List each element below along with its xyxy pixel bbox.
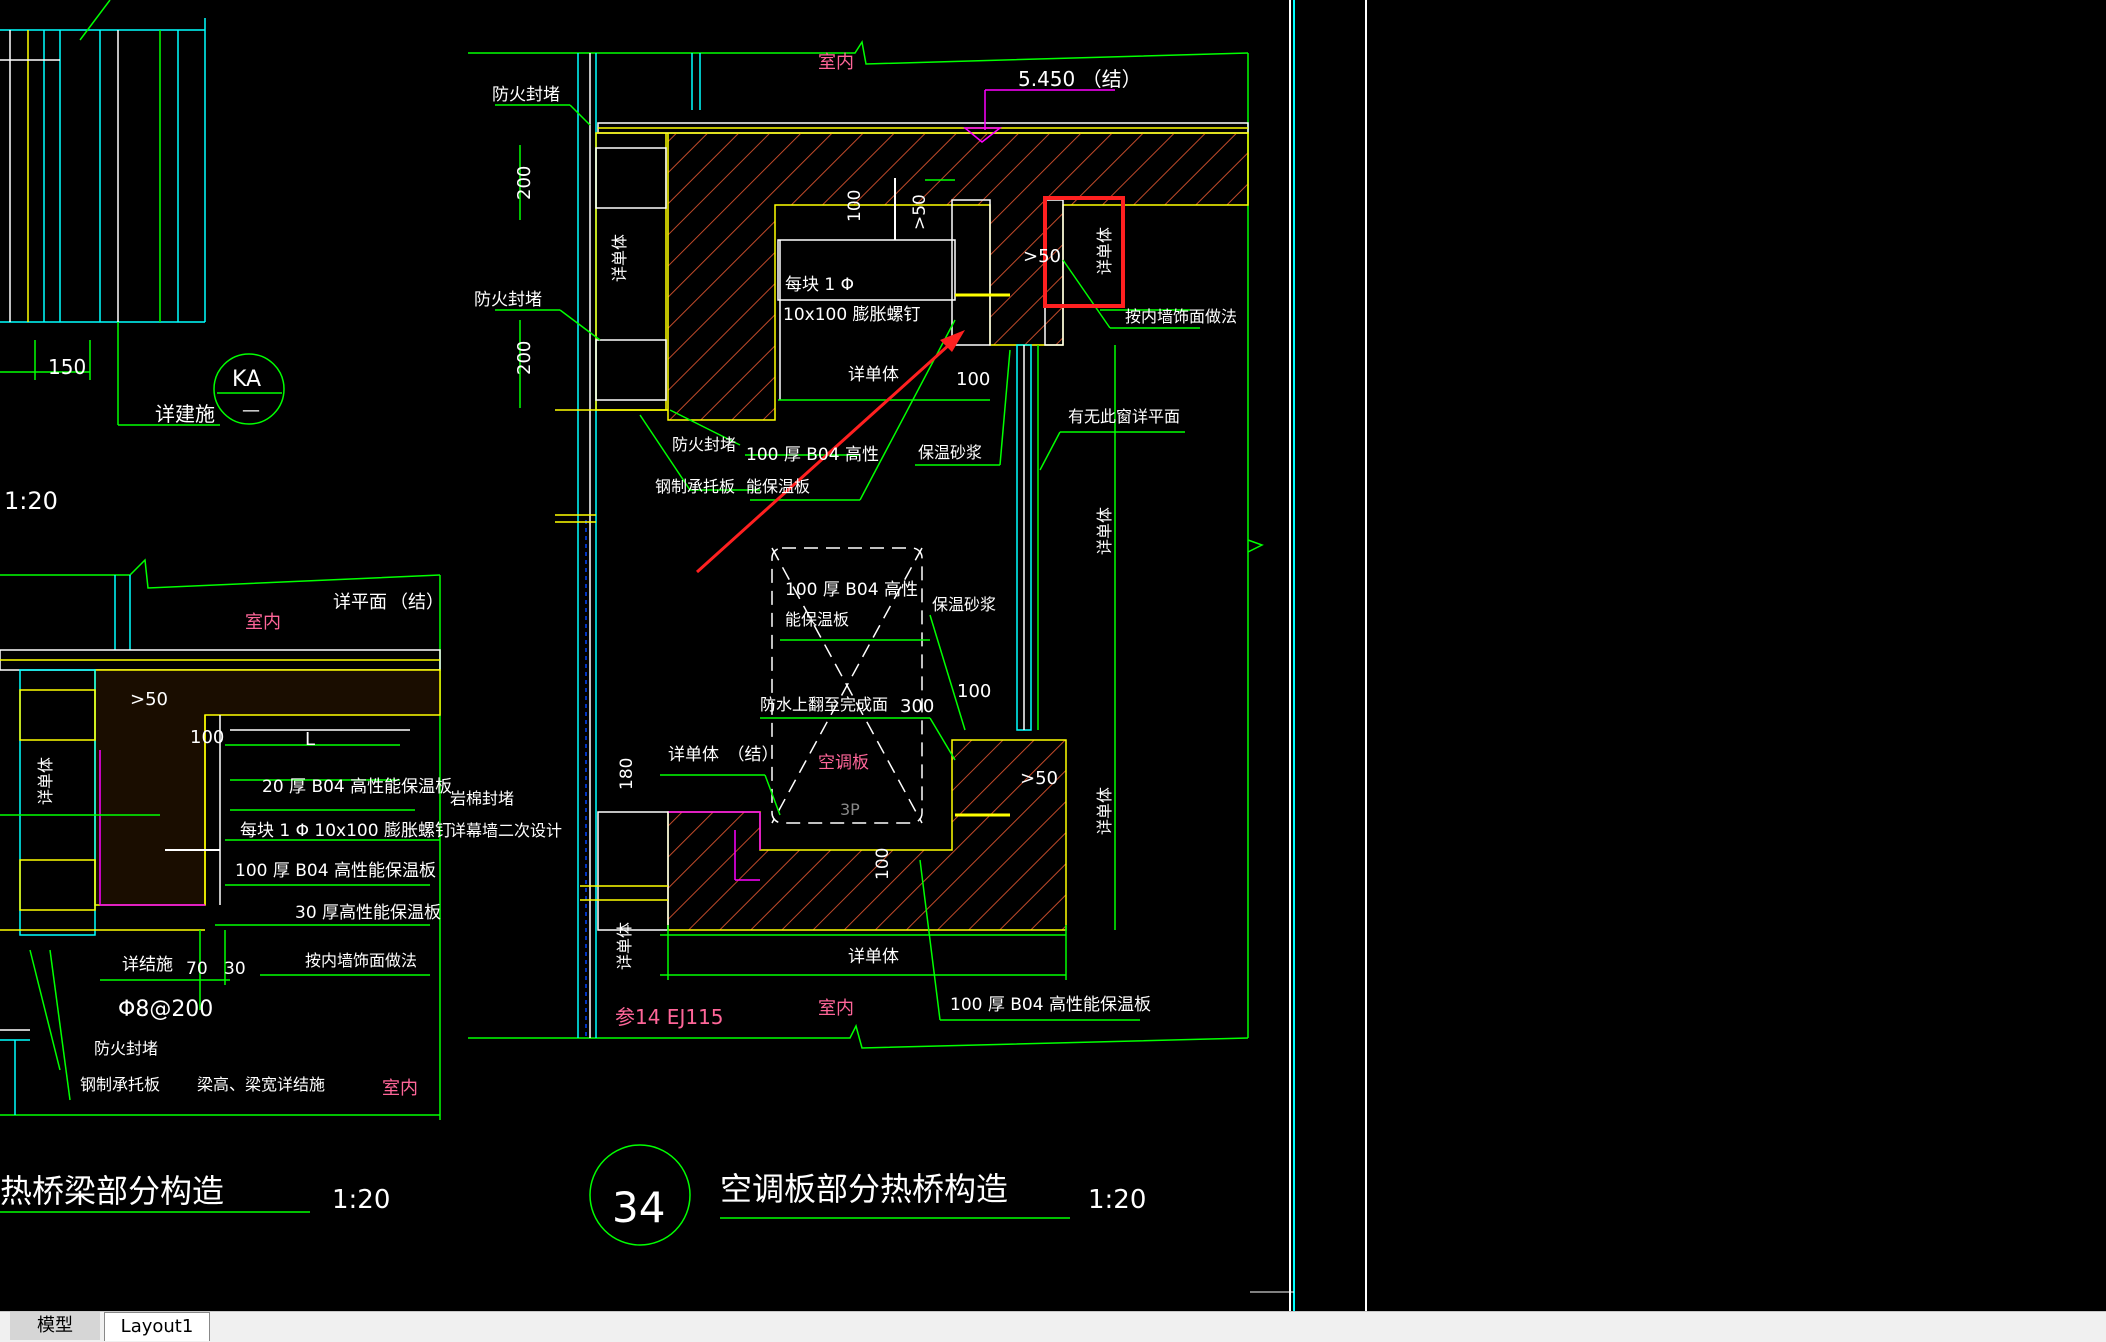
ge50-bottom: >50 [1020,768,1058,789]
b04-bottom: 100 厚 B04 高性能保温板 [950,995,1151,1015]
waterproof: 防水上翻至完成面 [760,695,888,714]
dim-100-d: 100 [873,848,893,880]
left-jie: （结） [390,592,444,613]
ge50-right: >50 [1023,246,1061,267]
left-xjs: 详结施 [122,955,173,975]
left-100: 100 [190,727,224,748]
dim-100-c: 100 [957,681,991,702]
drawing-canvas[interactable]: 150 KA — 详建施 1:20 [0,0,2106,1311]
detail-unit-struct: 详单体 （结） [668,745,779,765]
dim-150: 150 [48,355,86,379]
detail-number: 34 [612,1183,665,1232]
ka-sub: — [242,400,260,421]
elevation: 5.450 （结） [1018,67,1142,91]
layout-tab-bar: 模型 Layout1 [0,1311,2106,1342]
detail-unit-box: 详单体 [1095,227,1114,275]
fire-seal-2: 防火封堵 [474,290,542,310]
anchor-2: 10x100 膨胀螺钉 [783,305,921,325]
detail-scale: 1:20 [1088,1185,1146,1215]
left-30: 30 [224,959,246,979]
detail-ref: 详建施 [155,402,215,426]
insul-mortar-2: 保温砂浆 [932,595,996,614]
insul-mortar: 保温砂浆 [918,443,982,462]
detail-unit-left: 详单体 [610,234,629,282]
left-b04-100: 100 厚 B04 高性能保温板 [235,861,436,881]
red-arrow-shaft [695,333,962,574]
anchor-1: 每块 1 Φ [785,275,854,295]
dim-200-b: 200 [514,341,535,375]
b04-100: 100 厚 B04 高性 [746,445,879,465]
cad-model-space[interactable]: 150 KA — 详建施 1:20 [0,0,2106,1311]
inner-wall-finish: 按内墙饰面做法 [1125,307,1237,326]
detail-unit-vertical: 详单体 [615,922,634,970]
reference: 参14 EJ115 [615,1005,724,1029]
left-yanmian: 岩棉封堵 [450,789,514,808]
left-scale: 1:20 [332,1185,390,1215]
fire-seal-1: 防火封堵 [492,85,560,105]
left-title: 热桥梁部分构造 [0,1172,224,1210]
left-gz: 钢制承托板 [80,1075,160,1094]
tab-model[interactable]: 模型 [10,1312,100,1340]
detail-unit-bottom: 详单体 [848,947,899,967]
red-arrow-head [940,330,965,352]
left-L: L [305,729,315,750]
dim-180: 180 [617,758,637,790]
window-note: 有无此窗详平面 [1068,407,1180,426]
left-upper-fragment [0,0,285,426]
left-muqiang: 详幕墙二次设计 [450,821,562,840]
dim-300: 300 [900,696,934,717]
left-dj: 详单体 [36,757,55,805]
fire-seal-3: 防火封堵 [672,435,736,454]
dim-100-mid: 100 [956,369,990,390]
left-pin: 每块 1 Φ 10x100 膨胀螺钉 [240,821,452,841]
left-indoor2: 室内 [382,1078,418,1099]
left-ge50: >50 [130,689,168,710]
steel-support: 钢制承托板 [655,477,735,496]
detail-unit-right: 详单体 [1095,507,1114,555]
insul-board: 能保温板 [746,477,810,496]
left-xpm: 详平面 [333,592,387,613]
detail-unit-mid: 详单体 [848,365,899,385]
detail-title: 空调板部分热桥构造 [720,1170,1008,1208]
left-lower-detail [0,558,441,1213]
left-fh: 防火封堵 [94,1039,158,1058]
ac-b04-1: 100 厚 B04 高性 [785,580,918,600]
ka-label: KA [232,367,261,392]
dim-100-top: 100 [845,190,865,222]
ac-3p: 3P [840,800,860,819]
dim-200-a: 200 [514,166,535,200]
red-highlight-box [1043,196,1125,308]
left-nei: 按内墙饰面做法 [305,951,417,970]
left-rebar: Φ8@200 [118,997,213,1022]
detail-unit-right-2: 详单体 [1095,787,1114,835]
left-b04-30: 30 厚高性能保温板 [295,903,441,923]
ac-b04-2: 能保温板 [785,610,849,629]
indoor-bottom: 室内 [818,998,854,1019]
indoor-top: 室内 [818,52,854,73]
left-lg: 梁高、梁宽详结施 [197,1075,325,1094]
left-indoor: 室内 [245,612,281,633]
main-detail-linework [468,39,1264,1246]
left-b04-20: 20 厚 B04 高性能保温板 [262,777,452,797]
scale-top: 1:20 [4,487,58,515]
ge50-top: >50 [910,194,930,230]
tab-layout1[interactable]: Layout1 [104,1312,210,1341]
ac-board: 空调板 [818,753,869,773]
left-70: 70 [186,959,208,979]
